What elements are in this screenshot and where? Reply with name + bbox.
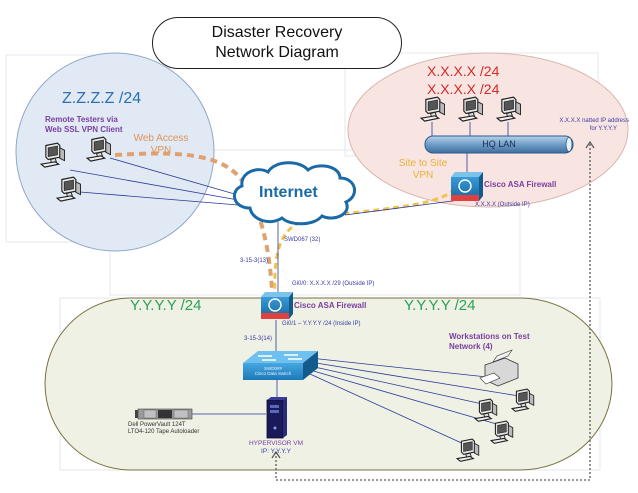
site-vpn-label: Site to Site VPN — [394, 158, 452, 182]
internet-label: Internet — [259, 184, 318, 201]
remote-links — [69, 157, 239, 206]
dr-firewall-icon[interactable] — [261, 292, 293, 319]
hypervisor-server-icon[interactable] — [266, 397, 287, 439]
site-vpn-label-line-2: VPN — [412, 170, 434, 181]
dr-switch-icon[interactable] — [243, 351, 318, 380]
hq-lan-bus[interactable] — [424, 135, 574, 154]
hypervisor-label: HYPERVISOR VM IP: Y.Y.Y.Y — [244, 440, 308, 456]
remote-description-line-2: Web SSL VPN Client — [45, 125, 123, 134]
hq-firewall-icon[interactable] — [451, 172, 483, 201]
dr-workstations-label-line-1: Workstations on Test — [449, 332, 530, 341]
hq-subnet-label-2: X.X.X.X /24 — [427, 81, 500, 97]
hq-lan-links — [431, 122, 509, 175]
title-line-1: Disaster Recovery — [211, 24, 343, 41]
hypervisor-label-line-1: HYPERVISOR VM — [248, 440, 304, 447]
web-vpn-label: Web Access VPN — [130, 133, 192, 157]
hq-outside-ip-label: X.X.X.X (Outside IP) — [475, 202, 530, 208]
nat-note-line-2: for Y.Y.Y.Y — [589, 126, 617, 132]
title-line-2: Network Diagram — [215, 44, 339, 61]
dr-inside-interface-label: Gi0/1 – Y.Y.Y.Y /24 (Inside IP) — [282, 321, 361, 327]
dr-switch-label-line-2: Cisco Data Switch — [254, 371, 292, 376]
hq-lan-label: HQ LAN — [482, 139, 516, 149]
nat-note: X.X.X.X natted IP address for Y.Y.Y.Y — [525, 117, 629, 133]
hq-firewall-label: Cisco ASA Firewall — [484, 180, 557, 189]
site-vpn-label-line-1: Site to Site — [398, 158, 448, 169]
tape-autoloader-label: Dell PowerVault 124T LTO4-120 Tape Autol… — [128, 422, 199, 436]
internet-port-label: 3-15-3(13) — [240, 258, 269, 264]
dr-subnet-label-left: Y.Y.Y.Y /24 — [130, 297, 202, 314]
tape-label-line-1: Dell PowerVault 124T — [128, 422, 186, 428]
remote-site-zone — [15, 52, 215, 252]
dr-workstations-label: Workstations on Test Network (4) — [449, 332, 530, 352]
web-vpn-label-line-1: Web Access — [133, 133, 189, 144]
arrow-up-icon — [271, 450, 281, 459]
tape-autoloader-icon[interactable] — [135, 408, 193, 420]
web-vpn-label-line-2: VPN — [150, 145, 172, 156]
dr-switch-label-line-1: SWD0## — [263, 366, 282, 371]
site-vpn-path — [273, 179, 462, 296]
cloud-hq-link — [344, 199, 461, 216]
remote-subnet-label: Z.Z.Z.Z /24 — [62, 90, 142, 107]
diagram-title: Disaster Recovery Network Diagram — [152, 17, 402, 69]
dr-subnet-label-right: Y.Y.Y.Y /24 — [404, 297, 476, 314]
internet-cloud-icon[interactable] — [233, 161, 356, 226]
remote-description: Remote Testers via Web SSL VPN Client — [45, 115, 123, 135]
arrow-up-icon — [585, 140, 595, 149]
internet-uplink-label: SWD067 (32) — [284, 237, 321, 243]
dr-switch-label: SWD0## Cisco Data Switch — [243, 366, 303, 376]
printer-icon — [479, 349, 519, 387]
dr-workstations-label-line-2: Network (4) — [449, 342, 493, 351]
remote-description-line-1: Remote Testers via — [45, 115, 118, 124]
tape-label-line-2: LTO4-120 Tape Autoloader — [128, 429, 200, 435]
nat-note-line-1: X.X.X.X natted IP address — [559, 118, 629, 124]
nat-mapping-connector — [275, 142, 591, 481]
dr-switch-port-label: 3-15-3(14) — [244, 336, 273, 342]
dr-site-zone — [44, 297, 613, 471]
hypervisor-label-line-2: IP: Y.Y.Y.Y — [261, 448, 291, 455]
dr-outside-interface-label: Gi0/0: X.X.X.X /29 (Outside IP) — [292, 281, 375, 287]
switch-workstation-links — [309, 357, 520, 446]
hq-subnet-label-1: X.X.X.X /24 — [427, 63, 500, 79]
hq-site-zone — [347, 52, 629, 208]
dr-firewall-label: Cisco ASA Firewall — [294, 301, 367, 310]
